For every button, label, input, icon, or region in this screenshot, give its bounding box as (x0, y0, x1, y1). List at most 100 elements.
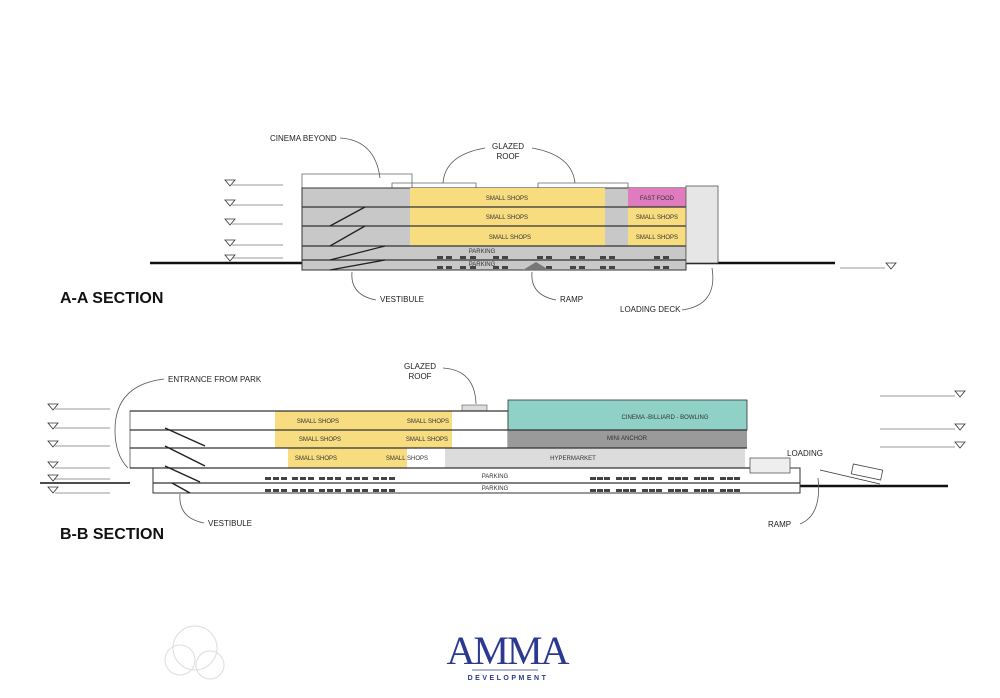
parked-car (308, 477, 314, 480)
parked-car (708, 477, 714, 480)
parked-car (623, 477, 629, 480)
callout-loading: LOADING (787, 449, 823, 458)
parked-car (649, 489, 655, 492)
callout-vestibule: VESTIBULE (208, 519, 252, 528)
parked-car (362, 489, 368, 492)
zone-label: CINEMA -BILLIARD - BOWLING (621, 415, 708, 421)
parked-car (502, 256, 508, 259)
section-bb-title: B-B SECTION (60, 526, 164, 543)
zone-label: PARKING (482, 474, 509, 480)
zone-label: PARKING (469, 249, 496, 255)
truck (850, 463, 884, 481)
parked-car (437, 266, 443, 269)
section-bb: SMALL SHOPS SMALL SHOPS SMALL SHOPS SMAL… (40, 362, 966, 543)
parked-car (600, 256, 606, 259)
callout-ramp: RAMP (560, 295, 583, 304)
parked-car (446, 256, 452, 259)
parked-car (327, 477, 333, 480)
callout-vestibule: VESTIBULE (380, 295, 424, 304)
zone-label: SMALL SHOPS (636, 235, 678, 241)
mini-anchor-zone (508, 430, 747, 448)
parked-car (493, 256, 499, 259)
parked-car (604, 489, 610, 492)
parked-car (675, 489, 681, 492)
glazed-roof (461, 404, 488, 412)
parked-car (597, 489, 603, 492)
shops-zone (288, 448, 407, 468)
parked-car (642, 489, 648, 492)
parked-car (656, 477, 662, 480)
parked-car (292, 477, 298, 480)
parked-car (281, 477, 287, 480)
parked-car (675, 477, 681, 480)
parked-car (727, 477, 733, 480)
zone-label: MINI ANCHOR (607, 436, 648, 442)
parked-car (281, 489, 287, 492)
parking-cars-bb (265, 477, 740, 492)
callout-glazed-roof: ROOF (408, 372, 431, 381)
zone-label: SMALL SHOPS (299, 437, 341, 443)
parked-car (734, 477, 740, 480)
parked-car (346, 489, 352, 492)
parked-car (546, 256, 552, 259)
parked-car (720, 477, 726, 480)
callout-entrance: ENTRANCE FROM PARK (168, 375, 262, 384)
parked-car (597, 477, 603, 480)
parked-car (630, 489, 636, 492)
parked-car (630, 477, 636, 480)
zone-label: SMALL SHOPS (407, 419, 449, 425)
parked-car (682, 477, 688, 480)
parked-car (609, 256, 615, 259)
parked-car (335, 489, 341, 492)
parked-car (590, 489, 596, 492)
level-markers-aa (224, 179, 897, 270)
parked-car (502, 266, 508, 269)
parked-car (446, 266, 452, 269)
parked-car (600, 266, 606, 269)
parked-car (437, 256, 443, 259)
parked-car (346, 477, 352, 480)
zone-label: FAST FOOD (640, 196, 675, 202)
zone-label: SMALL SHOPS (295, 456, 337, 462)
parked-car (319, 489, 325, 492)
parked-car (701, 477, 707, 480)
section-aa: SMALL SHOPS SMALL SHOPS SMALL SHOPS FAST… (60, 134, 897, 314)
parked-car (381, 477, 387, 480)
ramp-mark (523, 262, 549, 270)
escalators-bb (164, 427, 206, 494)
parked-car (265, 489, 271, 492)
ramp-slope (819, 469, 881, 485)
zone-label: SMALL SHOPS (406, 437, 448, 443)
callout-cinema-beyond: CINEMA BEYOND (270, 134, 337, 143)
parked-car (570, 256, 576, 259)
level-markers-bb (47, 390, 966, 494)
parked-car (649, 477, 655, 480)
logo-subtitle: DEVELOPMENT (468, 675, 549, 682)
zone-label: SMALL SHOPS (486, 215, 528, 221)
parked-car (654, 266, 660, 269)
callout-glazed-roof: ROOF (496, 152, 519, 161)
parked-car (720, 489, 726, 492)
parked-car (546, 266, 552, 269)
zone-label: SMALL SHOPS (297, 419, 339, 425)
parked-car (389, 477, 395, 480)
parked-car (265, 477, 271, 480)
callout-glazed-roof: GLAZED (492, 142, 524, 151)
parked-car (694, 477, 700, 480)
parked-car (460, 266, 466, 269)
parked-car (327, 489, 333, 492)
loading-bay (749, 457, 791, 474)
parked-car (623, 489, 629, 492)
parked-car (616, 477, 622, 480)
parked-car (354, 489, 360, 492)
zone-label: SMALL SHOPS (486, 196, 528, 202)
parked-car (701, 489, 707, 492)
parked-car (579, 266, 585, 269)
section-aa-title: A-A SECTION (60, 290, 163, 307)
parked-car (493, 266, 499, 269)
parked-car (668, 477, 674, 480)
parked-car (656, 489, 662, 492)
parked-car (642, 477, 648, 480)
zone-label: SMALL SHOPS (636, 215, 678, 221)
